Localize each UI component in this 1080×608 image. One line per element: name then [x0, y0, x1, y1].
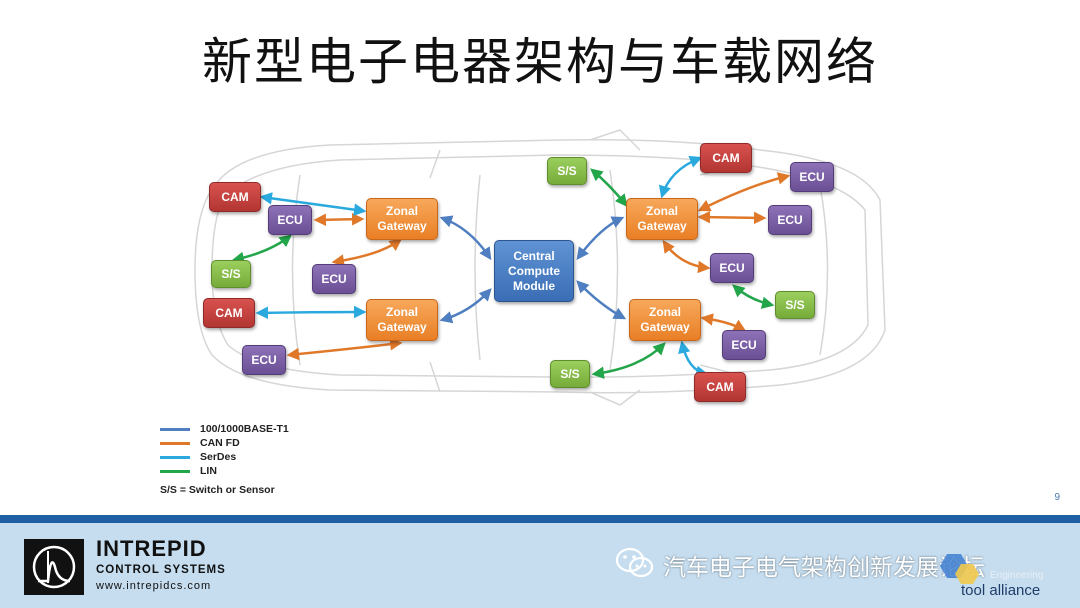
- ecu-node: ECU: [722, 330, 766, 360]
- ecu-node: ECU: [790, 162, 834, 192]
- legend-label: CAN FD: [200, 437, 240, 449]
- node-label: ECU: [251, 352, 277, 367]
- partner-subtitle: Engineering: [990, 570, 1044, 581]
- zonal-gateway-front-left: Zonal Gateway: [366, 198, 438, 240]
- node-label: CAM: [706, 379, 734, 394]
- cam-node: CAM: [694, 372, 746, 402]
- node-label: ECU: [277, 212, 303, 227]
- brand-name: INTREPID: [96, 536, 207, 561]
- link-eth-ccm-zg4: [576, 280, 627, 320]
- node-label: S/S: [221, 266, 241, 281]
- node-label: ECU: [731, 337, 757, 352]
- intrepid-logo-icon: [24, 539, 84, 595]
- legend-item-ethernet: 100/1000BASE-T1: [160, 422, 289, 436]
- node-label: S/S: [560, 366, 580, 381]
- node-label: ECU: [799, 169, 825, 184]
- link-ser-cam1-zg1: [259, 192, 367, 216]
- node-label: Central Compute Module: [508, 248, 560, 293]
- legend-label: 100/1000BASE-T1: [200, 423, 289, 435]
- node-label: CAM: [215, 305, 243, 320]
- legend-swatch: [160, 441, 190, 445]
- tool-alliance-logo-icon: [935, 552, 995, 592]
- cam-node: CAM: [700, 143, 752, 173]
- switch-sensor-node: S/S: [775, 291, 815, 319]
- legend-swatch: [160, 469, 190, 473]
- ethernet-links: [439, 215, 627, 324]
- link-eth-zg2-ccm: [439, 288, 492, 324]
- wechat-watermark: 汽车电子电气架构创新发展论坛: [615, 546, 985, 584]
- brand-block: INTREPID CONTROL SYSTEMS www.intrepidcs.…: [96, 536, 226, 592]
- node-label: ECU: [321, 271, 347, 286]
- legend-item-serdes: SerDes: [160, 450, 289, 464]
- link-can-zg3-ecu5: [697, 210, 767, 225]
- link-eth-zg1-ccm: [439, 215, 492, 261]
- page-title: 新型电子电器架构与车载网络: [202, 33, 878, 91]
- zonal-gateway-rear-left: Zonal Gateway: [366, 299, 438, 341]
- node-label: S/S: [557, 163, 577, 178]
- zonal-gateway-front-right: Zonal Gateway: [626, 198, 698, 240]
- link-can-zg4-ecu7: [700, 313, 747, 332]
- link-ser-zg3-cam3: [658, 155, 703, 199]
- link-lin-ecu1-ss1: [231, 234, 292, 264]
- node-label: Zonal Gateway: [377, 204, 427, 233]
- partner-name: tool alliance: [961, 582, 1041, 599]
- lin-links: [231, 168, 775, 379]
- link-lin-zg4-ss4: [591, 342, 666, 379]
- cam-node: CAM: [209, 182, 261, 212]
- cam-node: CAM: [203, 298, 255, 328]
- brand-subtitle: CONTROL SYSTEMS: [96, 564, 226, 576]
- legend-label: SerDes: [200, 451, 237, 463]
- switch-sensor-node: S/S: [211, 260, 251, 288]
- wechat-account-name: 汽车电子电气架构创新发展论坛: [663, 555, 985, 581]
- node-label: Zonal Gateway: [640, 305, 690, 334]
- legend-item-lin: LIN: [160, 464, 289, 478]
- link-lin-ecu6-ss3: [732, 284, 775, 309]
- switch-sensor-node: S/S: [550, 360, 590, 388]
- ecu-node: ECU: [268, 205, 312, 235]
- legend: 100/1000BASE-T1 CAN FD SerDes LIN S/S = …: [160, 422, 289, 496]
- ecu-node: ECU: [242, 345, 286, 375]
- link-eth-ccm-zg3: [576, 216, 625, 261]
- link-can-zg3-ecu4: [697, 172, 791, 212]
- central-compute-module: Central Compute Module: [494, 240, 574, 302]
- wechat-icon: [615, 546, 655, 584]
- ecu-node: ECU: [768, 205, 812, 235]
- link-can-zg3-ecu6: [662, 239, 711, 274]
- zonal-gateway-rear-right: Zonal Gateway: [629, 299, 701, 341]
- brand-url[interactable]: www.intrepidcs.com: [96, 580, 212, 592]
- node-label: ECU: [777, 212, 803, 227]
- legend-label: LIN: [200, 465, 217, 477]
- link-can-ecu1-zg1: [313, 212, 365, 227]
- node-label: Zonal Gateway: [637, 204, 687, 233]
- legend-swatch: [160, 427, 190, 431]
- ecu-node: ECU: [710, 253, 754, 283]
- link-can-ecu2-zg1: [331, 238, 403, 267]
- node-label: CAM: [712, 150, 740, 165]
- node-label: CAM: [221, 189, 249, 204]
- link-ser-cam2-zg2: [255, 305, 367, 320]
- link-can-ecu3-zg2: [286, 338, 403, 361]
- link-ser-zg4-cam4: [678, 340, 709, 378]
- footer: [0, 515, 1080, 608]
- footer-top-bar: [0, 515, 1080, 523]
- node-label: ECU: [719, 260, 745, 275]
- serdes-links: [255, 155, 709, 378]
- node-label: Zonal Gateway: [377, 305, 427, 334]
- canfd-links: [286, 172, 791, 361]
- legend-item-canfd: CAN FD: [160, 436, 289, 450]
- legend-swatch: [160, 455, 190, 459]
- ecu-node: ECU: [312, 264, 356, 294]
- node-label: S/S: [785, 297, 805, 312]
- page-number: 9: [1054, 492, 1060, 503]
- switch-sensor-node: S/S: [547, 157, 587, 185]
- link-lin-ss2-zg3: [590, 168, 628, 207]
- legend-note: S/S = Switch or Sensor: [160, 484, 275, 496]
